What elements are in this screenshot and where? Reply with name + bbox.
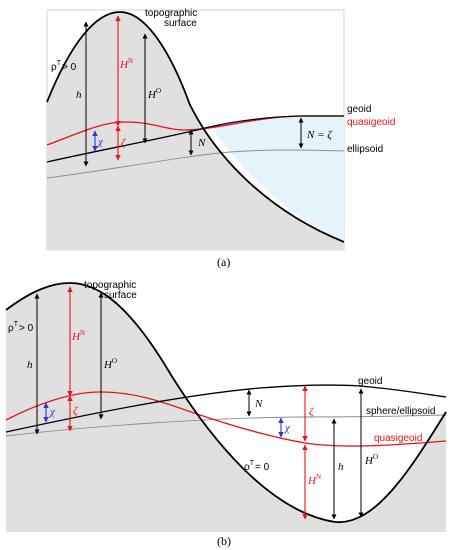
panel-a-quasigeoid-label: quasigeoid — [347, 117, 395, 128]
panel-a-terrain-fill — [47, 12, 344, 250]
panel-b: topographic surface ρT> 0 ρT= 0 h HN HO … — [5, 280, 447, 548]
panel-a: topographic surface ρT> 0 h HN HO χ ζ N … — [46, 8, 395, 269]
panel-b-ho-right-label: HO — [364, 453, 378, 467]
panel-b-h-right-label: h — [338, 461, 344, 473]
panel-b-chi-left-label: χ — [49, 406, 56, 418]
panel-a-ho-label: HO — [147, 87, 161, 101]
panel-b-ho-left-label: HO — [103, 357, 117, 371]
panel-a-geoid-label: geoid — [347, 104, 371, 115]
panel-b-quasigeoid-label: quasigeoid — [374, 433, 422, 444]
panel-b-caption: (b) — [217, 534, 231, 548]
panel-a-zeta-label: ζ — [121, 137, 127, 149]
panel-a-ocean-fill — [211, 116, 344, 241]
panel-b-topographic-label-1: topographic — [84, 280, 136, 291]
panel-b-density-label: ρT> 0 — [8, 321, 34, 334]
panel-b-density2-label: ρT= 0 — [244, 460, 270, 473]
panel-b-geoid-line — [5, 384, 447, 433]
panel-a-ellipsoid-label: ellipsoid — [347, 144, 383, 155]
panel-b-ellipsoid-line — [5, 414, 447, 437]
panel-a-caption: (a) — [217, 255, 230, 269]
panel-a-topographic-label-1: topographic — [145, 8, 197, 19]
panel-b-hn-left-label: HN — [71, 329, 85, 343]
panel-b-zeta-left-label: ζ — [73, 405, 79, 417]
panel-a-n-label: N — [197, 137, 206, 149]
panel-a-chi-label: χ — [97, 136, 104, 148]
panel-a-hn-label: HN — [119, 57, 133, 71]
panel-b-sphere-ellipsoid-label: sphere/ellipsoid — [366, 406, 436, 417]
panel-b-hn-right-label: HN — [307, 473, 321, 487]
panel-b-n-label: N — [254, 398, 263, 410]
panel-a-density-label: ρT> 0 — [51, 60, 77, 73]
panel-b-chi-right-label: χ — [284, 422, 291, 434]
panel-b-h-left-label: h — [27, 359, 33, 371]
panel-b-quasigeoid-line — [5, 391, 447, 447]
panel-a-ellipsoid-line — [46, 149, 345, 179]
panel-b-terrain-fill — [6, 283, 446, 532]
panel-a-topographic-label-2: surface — [164, 18, 197, 29]
panel-a-n-eq-zeta-label: N = ζ — [306, 129, 333, 141]
panel-a-h-label: h — [76, 89, 82, 101]
panel-b-topographic-label-2: surface — [104, 290, 137, 301]
panel-b-geoid-label: geoid — [358, 376, 382, 387]
panel-a-geoid-line — [46, 115, 344, 163]
panel-b-topographic-surface — [5, 282, 447, 523]
panel-b-zeta-right-label: ζ — [309, 406, 315, 418]
